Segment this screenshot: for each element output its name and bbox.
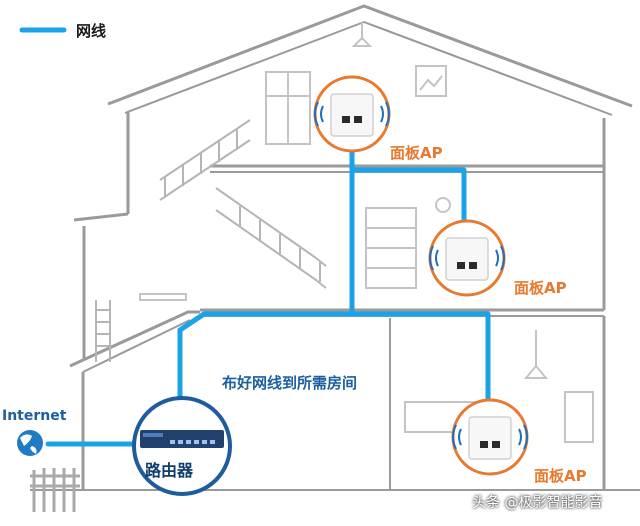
router-label: 路由器 <box>145 461 194 480</box>
fence <box>30 468 80 512</box>
panel-ap-3 <box>451 398 529 476</box>
house-outline <box>30 4 640 491</box>
ap-label-1: 面板AP <box>390 144 443 162</box>
panel-ap-2 <box>428 219 506 297</box>
network-cables <box>45 137 491 447</box>
legend-label: 网线 <box>76 22 107 40</box>
ap-label-2: 面板AP <box>514 279 567 297</box>
router-device <box>132 396 232 496</box>
watermark: 头条 @极影智能影音 <box>472 495 603 511</box>
globe-icon <box>17 430 43 456</box>
ap-label-3: 面板AP <box>534 467 587 485</box>
cable-note: 布好网线到所需房间 <box>222 374 358 392</box>
panel-ap-1 <box>313 75 391 153</box>
internet-label: Internet <box>2 408 67 424</box>
staircase <box>95 119 327 362</box>
